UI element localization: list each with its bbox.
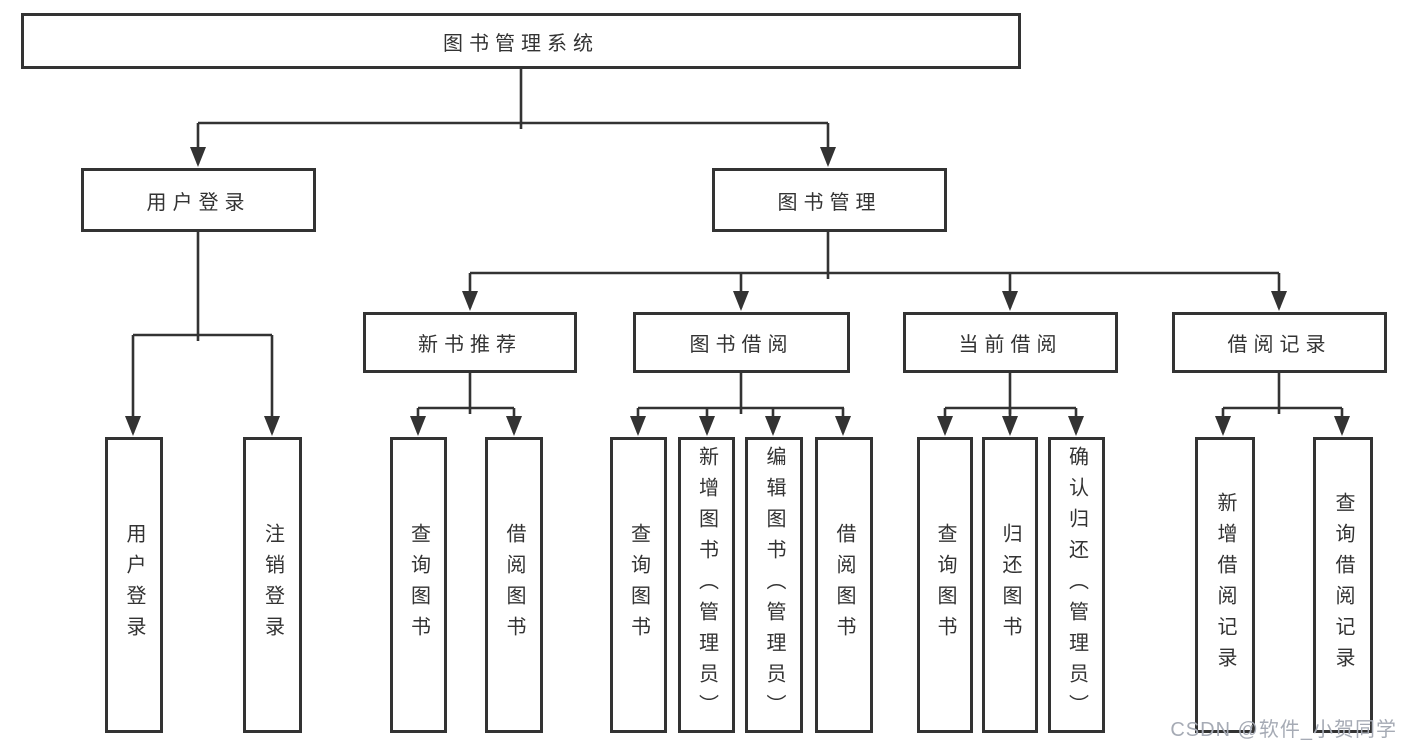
node-label: 图书管理系统 (443, 32, 599, 55)
leaf-borrow-books-newrec: 借阅图书 (485, 437, 543, 733)
leaf-query-borrow-record: 查询借阅记录 (1313, 437, 1373, 733)
node-root: 图书管理系统 (21, 13, 1021, 69)
node-label: 查询图书 (934, 523, 956, 647)
node-book-borrowing: 图书借阅 (633, 312, 850, 373)
node-new-book-recommend: 新书推荐 (363, 312, 577, 373)
leaf-add-borrow-record: 新增借阅记录 (1195, 437, 1255, 733)
leaf-logout-login: 注销登录 (243, 437, 302, 733)
node-label: 编辑图书（管理员） (763, 445, 785, 725)
node-label: 新增借阅记录 (1214, 492, 1236, 678)
leaf-borrow-books-borrowing: 借阅图书 (815, 437, 873, 733)
leaf-user-login: 用户登录 (105, 437, 163, 733)
node-label: 借阅图书 (503, 523, 525, 647)
leaf-query-books-borrowing: 查询图书 (610, 437, 667, 733)
node-label: 图书借阅 (689, 334, 794, 356)
node-label: 注销登录 (261, 523, 284, 647)
node-label: 借阅记录 (1227, 334, 1332, 356)
node-label: 查询图书 (627, 523, 650, 647)
node-label: 图书管理 (777, 191, 882, 214)
node-label: 新增图书（管理员） (695, 445, 718, 725)
node-label: 查询图书 (407, 523, 430, 647)
node-borrow-records: 借阅记录 (1172, 312, 1387, 373)
node-label: 用户登录 (123, 523, 145, 647)
node-label: 新书推荐 (418, 334, 522, 356)
node-book-management: 图书管理 (712, 168, 947, 232)
leaf-edit-books-admin: 编辑图书（管理员） (745, 437, 803, 733)
leaf-query-books-current: 查询图书 (917, 437, 973, 733)
node-current-borrowing: 当前借阅 (903, 312, 1118, 373)
leaf-return-books: 归还图书 (982, 437, 1038, 733)
node-label: 查询借阅记录 (1332, 492, 1354, 678)
node-label: 借阅图书 (833, 523, 855, 647)
node-label: 确认归还（管理员） (1065, 445, 1088, 725)
leaf-confirm-return-admin: 确认归还（管理员） (1048, 437, 1105, 733)
csdn-watermark: CSDN @软件_小贺同学 (1170, 719, 1397, 741)
node-label: 当前借阅 (958, 334, 1063, 356)
node-user-login: 用户登录 (81, 168, 316, 232)
leaf-query-books-newrec: 查询图书 (390, 437, 447, 733)
leaf-add-books-admin: 新增图书（管理员） (678, 437, 735, 733)
node-label: 用户登录 (146, 191, 251, 214)
node-label: 归还图书 (999, 523, 1021, 647)
